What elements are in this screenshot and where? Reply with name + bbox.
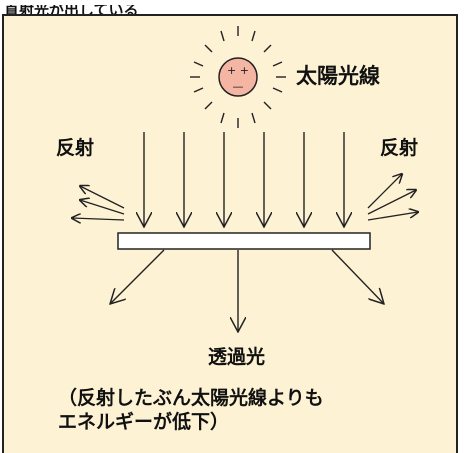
sun-rays [190, 26, 286, 128]
reflect-right-2 [367, 190, 416, 215]
reflection-arrows-left [72, 186, 125, 220]
sun-face [218, 57, 258, 97]
sunlight-label: 太陽光線 [296, 64, 380, 88]
reflect-right-1 [367, 174, 402, 209]
explanatory-note: （反射したぶん太陽光線よりも エネルギーが低下） [58, 386, 324, 434]
transmitted-light-label: 透過光 [208, 346, 266, 368]
reflection-left-label: 反射 [56, 137, 95, 159]
reflect-left-1 [80, 186, 125, 209]
sun-mouth: — [233, 80, 244, 93]
sun-icon: + + — [190, 26, 286, 128]
note-line-1: （反射したぶん太陽光線よりも [58, 387, 324, 409]
sun-eyes: + + [227, 64, 249, 77]
transmitted-arrows [110, 249, 384, 332]
transmit-right [331, 249, 384, 304]
reflect-left-3 [72, 218, 125, 220]
transmit-left [110, 249, 165, 304]
reflect-left-2 [80, 200, 125, 215]
reflect-right-3 [367, 212, 418, 221]
reflection-right-label: 反射 [380, 137, 419, 159]
glass-plate [117, 232, 371, 250]
note-line-2: エネルギーが低下） [58, 411, 230, 433]
incoming-arrows [144, 132, 344, 227]
reflection-arrows-right [367, 174, 418, 221]
